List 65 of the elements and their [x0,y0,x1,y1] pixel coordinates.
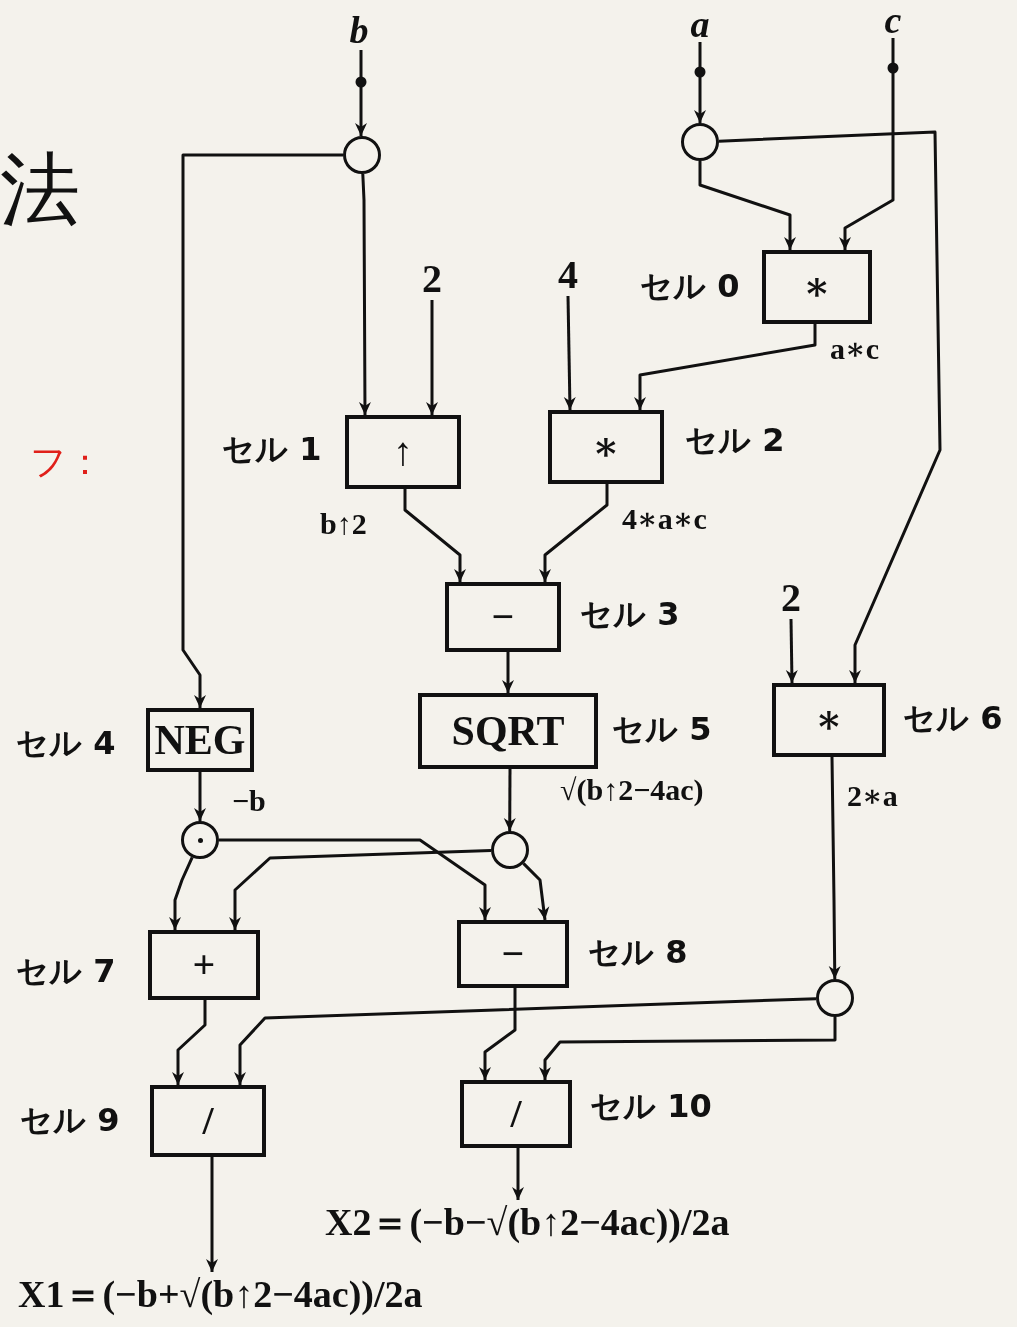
cell-label: セル 4 [16,727,116,759]
arrow [503,769,516,831]
arrow [828,756,841,979]
cell-label: セル 9 [20,1104,120,1136]
arrow [181,153,343,708]
cell-label: セル 6 [903,702,1003,734]
cell-label: セル 2 [685,424,785,456]
arrow [426,300,438,415]
arrow [403,489,466,582]
arrow [698,161,796,250]
result-formula: X2＝(−b−√(b↑2−4ac))/2a [325,1200,730,1246]
input-term: b [342,10,376,50]
arrow [512,1148,524,1200]
input-term: 2 [775,577,807,619]
junction-circle [181,821,219,859]
operation-box: NEG [146,708,254,772]
operation-box: ∗ [548,410,664,484]
cell-label: セル 3 [580,598,680,630]
arrow [355,50,367,136]
arrow [718,130,942,683]
cell-label: セル 10 [590,1090,712,1122]
arrow [194,772,206,821]
input-term: 4 [552,254,584,296]
arrow [479,988,517,1080]
cell-label: セル 5 [612,713,712,745]
arrow [172,1000,207,1085]
arrow [785,618,798,684]
operation-box: ∗ [772,683,886,757]
junction-circle [491,831,529,869]
operation-box: ↑ [345,415,461,489]
arrow [563,295,576,411]
operation-box: SQRT [418,693,598,769]
arrow [839,38,895,250]
arrow [229,849,492,930]
arrow [234,997,817,1085]
operation-box: − [445,582,561,652]
arrow [539,484,609,582]
cell-label: セル 1 [222,433,322,465]
operation-box: − [457,920,569,988]
arrow [634,324,817,410]
arrow [206,1157,218,1272]
cell-label: セル 8 [588,936,688,968]
arrow [502,652,514,693]
arrow [539,1017,837,1080]
cell-label: セル 0 [640,270,740,302]
edge-label: √(b↑2−4ac) [558,774,706,806]
input-term: c [876,2,910,38]
junction-circle [816,979,854,1017]
arrow [219,838,491,920]
arrow [169,856,194,930]
operation-box: / [150,1085,266,1157]
text-fragment: 法 [0,150,80,230]
arrow [694,42,706,123]
input-term: a [683,6,717,42]
operation-box: ∗ [762,250,872,324]
junction-circle [343,136,381,174]
cell-label: セル 7 [16,955,116,987]
text-fragment: フ： [30,444,103,480]
arrow [522,862,550,921]
arrow [358,173,371,415]
input-term: 2 [416,258,448,300]
junction-circle [681,123,719,161]
result-formula: X1＝(−b+√(b↑2−4ac))/2a [18,1272,423,1318]
operation-box: / [460,1080,572,1148]
operation-box: + [148,930,260,1000]
